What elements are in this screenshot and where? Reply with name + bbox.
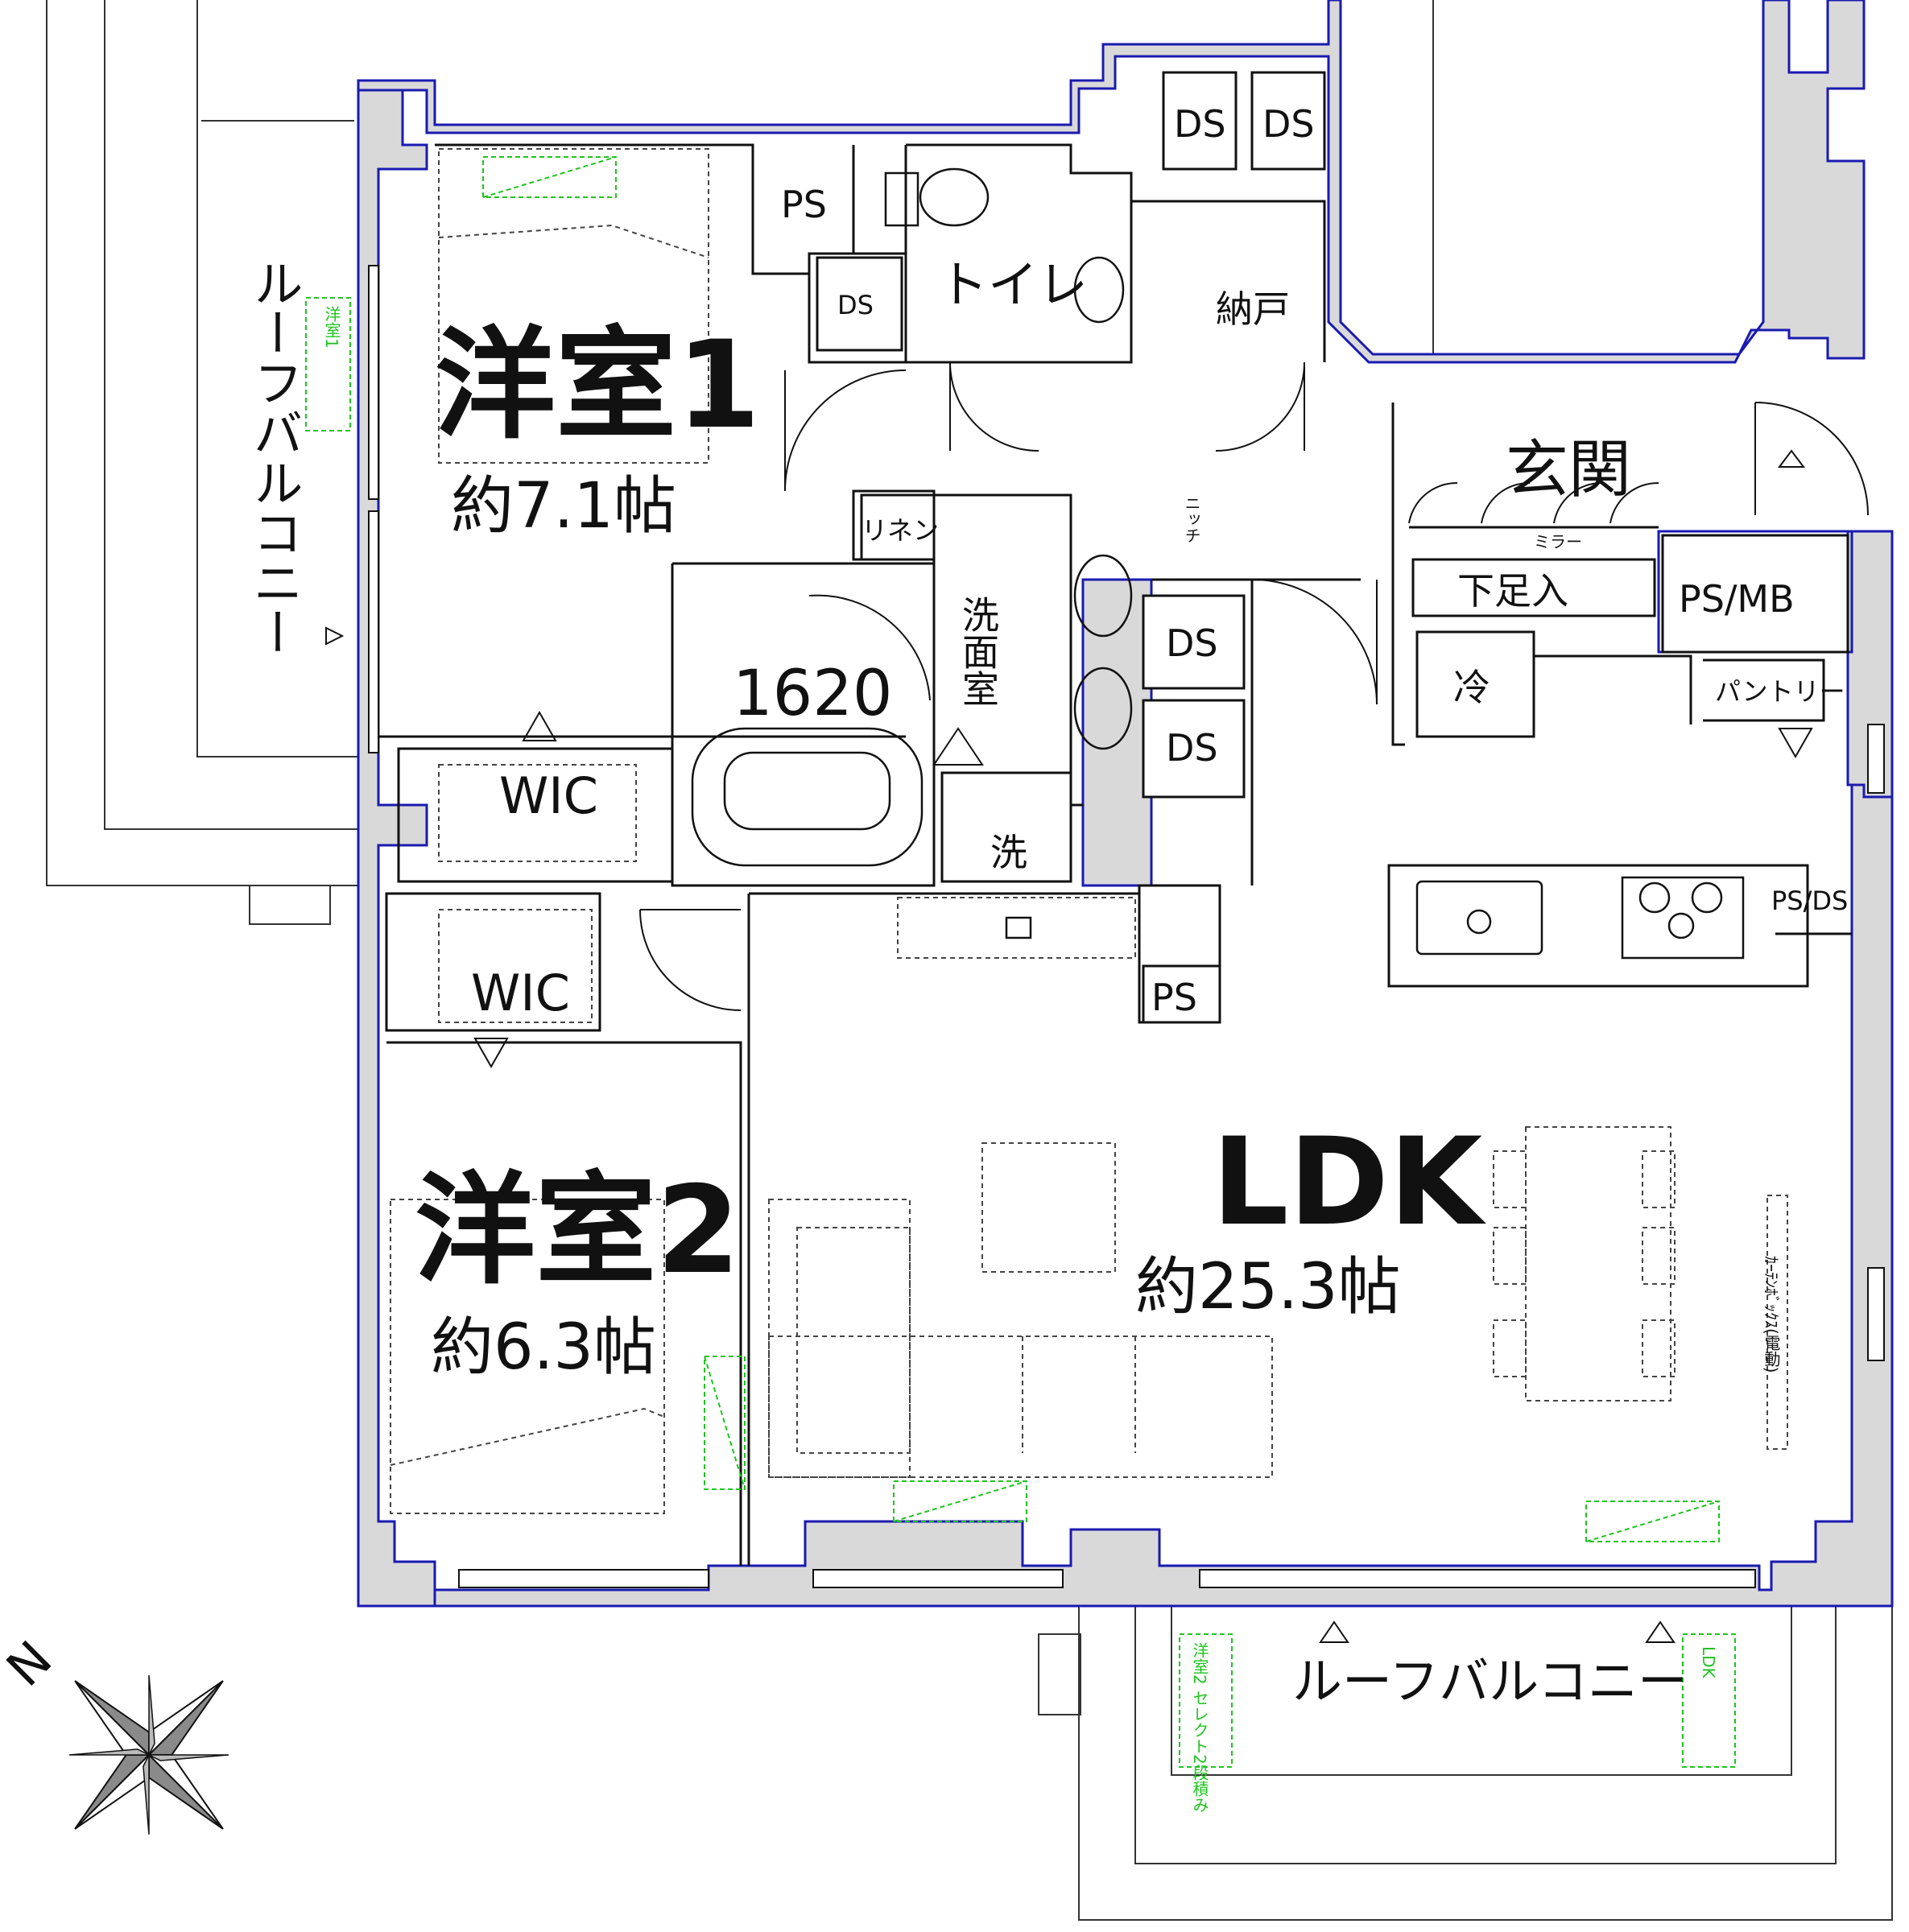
- balcony-bottom-label: ルーフバルコニー: [1292, 1652, 1688, 1711]
- doors: [639, 361, 1869, 1011]
- tv-board: [897, 897, 1136, 959]
- bathtub: [691, 727, 924, 867]
- ps-mb-label: PS/MB: [1679, 577, 1795, 621]
- ldk-area: 約25.3帖: [1135, 1251, 1401, 1323]
- ldk-name: LDK: [1212, 1113, 1486, 1253]
- toilet-label: トイレ: [938, 255, 1088, 314]
- bedroom2-name: 洋室2: [415, 1161, 740, 1301]
- toilet-bowl: [919, 167, 990, 227]
- storage-label: 納戸: [1216, 287, 1290, 331]
- niche-label: ニッチ: [1182, 495, 1201, 543]
- aircon-label-bedroom2: 洋室2 セレクト2段積み: [1190, 1642, 1209, 1813]
- utility-boxes: [816, 71, 1849, 1024]
- mirror-label: ミラー: [1534, 532, 1582, 551]
- furniture: [390, 148, 1788, 1514]
- wall-core: [1081, 578, 1153, 887]
- ds-label-2: DS: [1262, 102, 1315, 146]
- entrance-label: 玄関: [1506, 434, 1631, 506]
- wash-basin-1: [1073, 554, 1133, 638]
- bed-1: [438, 148, 709, 464]
- aircon-label-bedroom1: 洋室1: [322, 306, 341, 349]
- hand-basin: [1073, 256, 1125, 324]
- linen-label: リネン: [862, 515, 939, 546]
- pantry-label: パントリー: [1715, 676, 1845, 707]
- shoe-box-label: 下足入: [1457, 569, 1568, 613]
- sofa: [768, 1199, 911, 1478]
- ds-label-5: DS: [1166, 726, 1218, 770]
- aircon-markers: [305, 156, 1736, 1768]
- bath-size-label: 1620: [733, 658, 893, 730]
- cooktop: [1621, 876, 1745, 960]
- coffee-table: [981, 1142, 1116, 1273]
- ds-label-1: DS: [1174, 102, 1226, 146]
- compass-north-label: N: [0, 1629, 63, 1697]
- triangle-markers: [325, 449, 1813, 1643]
- compass-icon: [68, 1674, 229, 1835]
- wic-upper-label: WIC: [499, 766, 598, 825]
- bedroom1-name: 洋室1: [435, 316, 760, 456]
- ds-label-4: DS: [1166, 621, 1218, 665]
- fridge-label: 冷: [1453, 666, 1490, 709]
- ps-ds-label: PS/DS: [1771, 886, 1848, 916]
- wall-top: [357, 0, 1866, 364]
- washroom-label: 洗面室: [957, 596, 1000, 707]
- wash-basin-2: [1073, 667, 1133, 750]
- bedroom1-area: 約7.1帖: [451, 470, 676, 543]
- aircon-label-ldk: LDK: [1699, 1646, 1718, 1679]
- curtain-box: [1766, 1195, 1788, 1450]
- bedroom2-area: 約6.3帖: [431, 1311, 656, 1384]
- wall-ps-mb: [1657, 530, 1853, 654]
- dining-table: [1525, 1126, 1671, 1402]
- balcony-left-label: ルーフバルコニー: [245, 258, 304, 657]
- kitchen-sink: [1415, 880, 1543, 956]
- bed-2: [390, 1199, 665, 1514]
- laundry-label: 洗: [990, 831, 1027, 874]
- wic-lower-label: WIC: [471, 964, 570, 1022]
- wic-shelf-1: [438, 764, 637, 862]
- curtain-box-label: ｶｰﾃﾝﾎﾞｯｸｽ(電動): [1762, 1256, 1781, 1373]
- ps-label-top: PS: [781, 183, 827, 226]
- ps-label-core: PS: [1151, 976, 1197, 1019]
- fixtures: [691, 167, 1745, 960]
- ds-label-3: DS: [837, 290, 874, 320]
- windows: [368, 265, 1885, 1588]
